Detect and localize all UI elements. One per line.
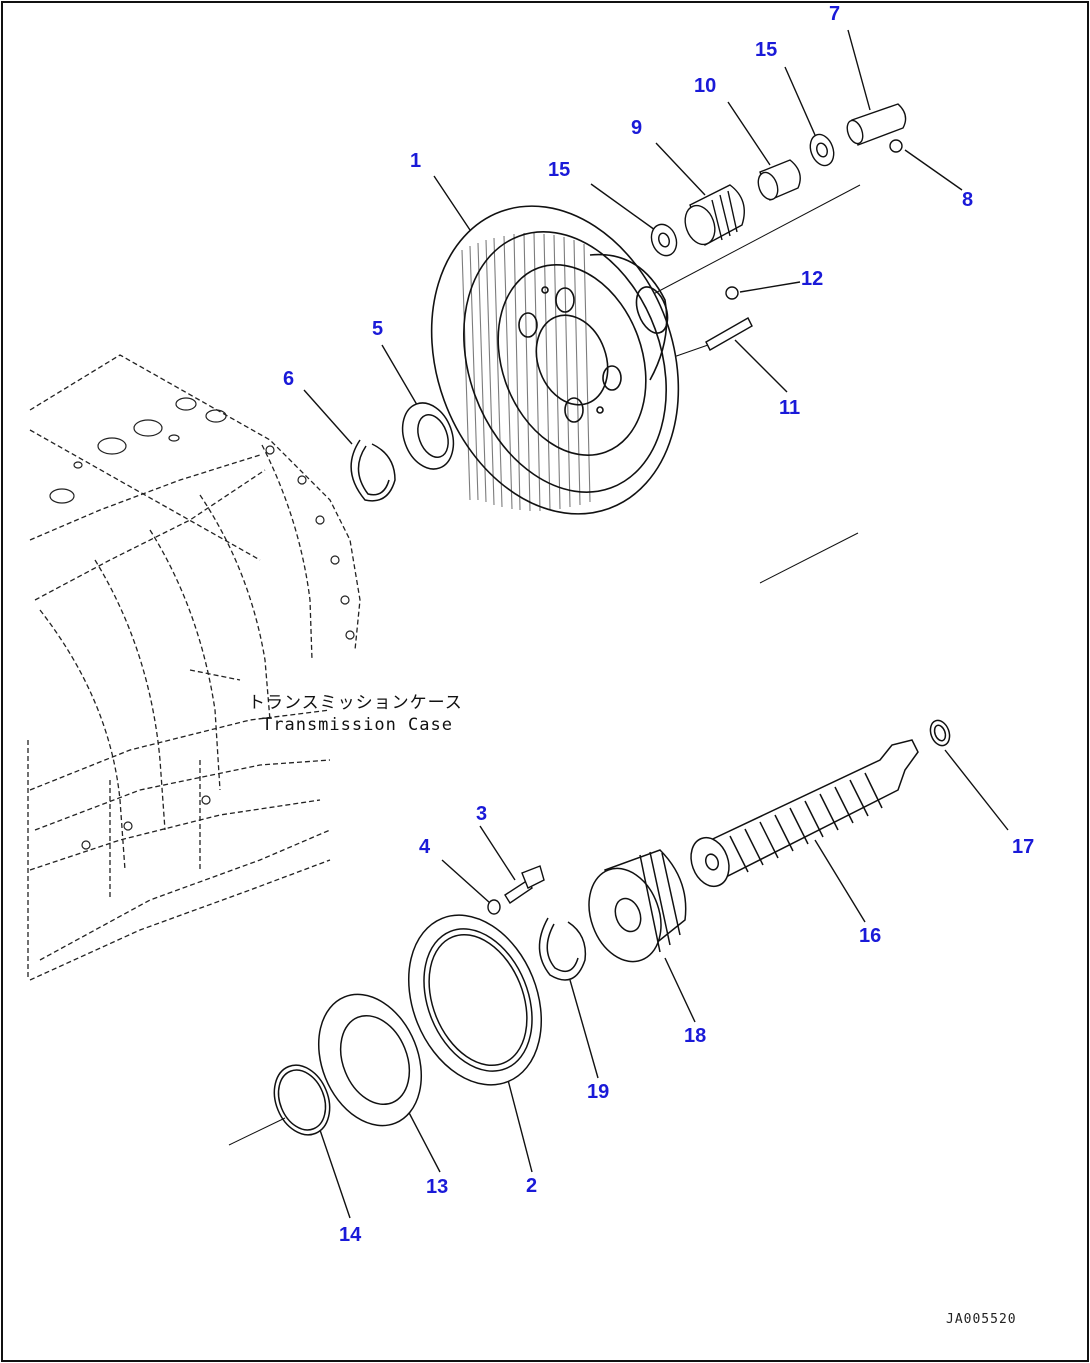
callout-10: 10 xyxy=(694,75,717,97)
part-8-ball xyxy=(889,139,903,153)
leader-lines xyxy=(228,29,1009,1219)
part-17-ring xyxy=(929,719,951,747)
part-2-cover-plate xyxy=(407,914,543,1086)
callout-5: 5 xyxy=(372,318,384,340)
callout-4: 4 xyxy=(419,836,431,858)
part-1-teeth xyxy=(461,232,591,512)
part-3-bolt xyxy=(504,865,545,904)
part-5-bearing xyxy=(401,402,455,470)
part-11-pin xyxy=(705,317,753,351)
callout-19: 19 xyxy=(587,1081,610,1103)
callout-15-lower: 15 xyxy=(548,159,571,181)
case-label-japanese: トランスミッションケース xyxy=(248,693,463,713)
callout-16: 16 xyxy=(859,925,882,947)
callout-14: 14 xyxy=(339,1224,362,1246)
callout-11: 11 xyxy=(779,397,801,419)
part-4-washer xyxy=(487,899,501,915)
part-15-washer-a xyxy=(650,223,678,257)
callout-1: 1 xyxy=(410,150,422,172)
callout-2: 2 xyxy=(526,1175,538,1197)
part-15-washer-b xyxy=(809,133,835,167)
callout-15-upper: 15 xyxy=(755,39,778,61)
part-19-snap-ring xyxy=(538,917,587,981)
part-12-ball xyxy=(725,286,739,300)
part-14-ring xyxy=(273,1064,331,1136)
drawing-number: JA005520 xyxy=(946,1312,1017,1327)
part-13-oil-seal xyxy=(317,993,423,1127)
callout-9: 9 xyxy=(631,117,643,139)
case-label-english: Transmission Case xyxy=(262,715,453,735)
part-18-gear xyxy=(588,849,687,963)
callout-13: 13 xyxy=(426,1176,449,1198)
callout-3: 3 xyxy=(476,803,488,825)
callout-12: 12 xyxy=(801,268,824,290)
part-7-shaft xyxy=(846,103,907,146)
part-16-spline-shaft xyxy=(690,739,919,888)
part-6-snap-ring xyxy=(350,439,396,502)
transmission-case-label: トランスミッションケース Transmission Case xyxy=(248,692,463,736)
transmission-case xyxy=(27,354,361,981)
part-9-needle-bearing xyxy=(684,184,745,246)
callout-7: 7 xyxy=(829,3,841,25)
case-bolt-holes xyxy=(49,397,355,850)
callout-8: 8 xyxy=(962,189,974,211)
callout-18: 18 xyxy=(684,1025,707,1047)
callout-6: 6 xyxy=(283,368,295,390)
callout-17: 17 xyxy=(1012,836,1035,858)
part-10-spacer xyxy=(757,159,801,201)
